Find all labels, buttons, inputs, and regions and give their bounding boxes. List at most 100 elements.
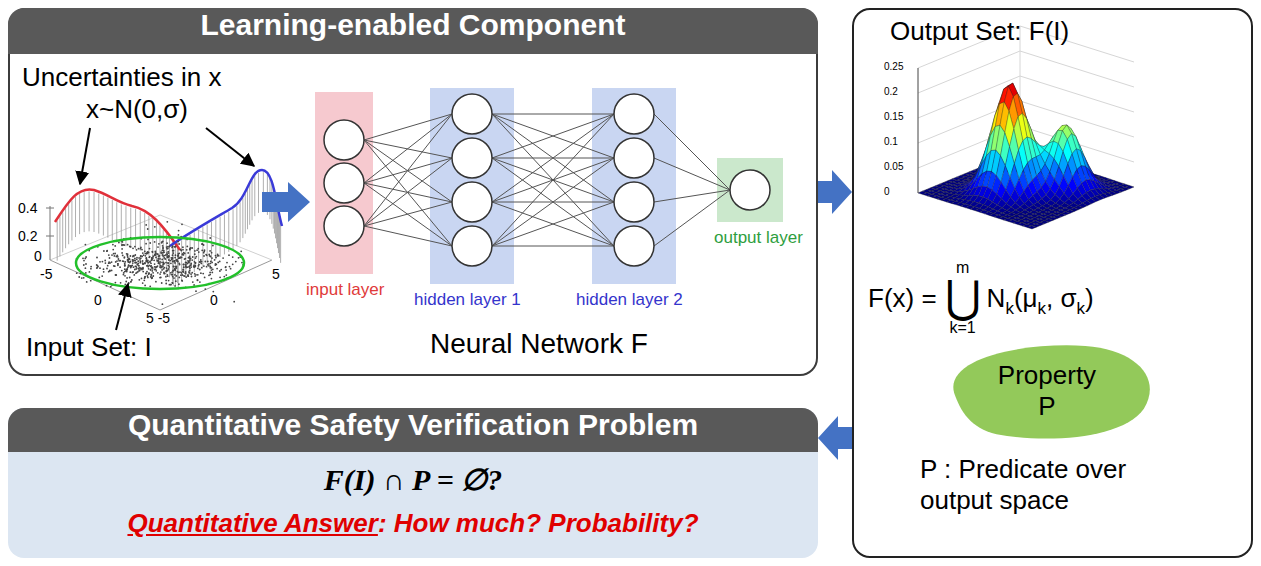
sample-point xyxy=(177,255,179,257)
sample-point xyxy=(115,274,117,276)
sample-point xyxy=(149,285,151,287)
sample-point xyxy=(127,259,129,261)
sample-point xyxy=(148,268,150,270)
sample-point xyxy=(136,249,138,251)
sample-point xyxy=(147,260,149,262)
sample-point xyxy=(132,259,134,261)
sample-point xyxy=(178,243,180,245)
sample-point xyxy=(132,247,134,249)
sample-point xyxy=(179,257,181,259)
sample-point xyxy=(179,257,181,259)
axis-tick: 0.1 xyxy=(884,136,898,147)
sample-point xyxy=(85,256,87,258)
sample-point xyxy=(124,256,126,258)
sample-point xyxy=(168,256,170,258)
sample-point xyxy=(166,221,168,223)
network-weight xyxy=(364,114,452,183)
formula-part: , σ xyxy=(1046,283,1077,314)
sample-point xyxy=(125,281,127,283)
sample-point xyxy=(211,278,213,280)
sample-point xyxy=(169,260,171,262)
sample-point xyxy=(194,250,196,252)
sample-point xyxy=(195,257,197,259)
sample-point xyxy=(149,261,151,263)
sample-point xyxy=(130,281,132,283)
sample-point xyxy=(149,242,151,244)
neuron xyxy=(452,94,492,134)
sample-point xyxy=(151,259,153,261)
sample-point xyxy=(240,250,242,252)
sample-point xyxy=(195,290,197,292)
predicate-note: P : Predicate over output space xyxy=(920,454,1180,516)
sample-point xyxy=(146,257,148,259)
sample-point xyxy=(215,255,217,257)
density-hatch xyxy=(202,227,203,267)
sample-point xyxy=(151,259,153,261)
formula-part: k xyxy=(1038,299,1047,319)
sample-point xyxy=(200,259,202,261)
sample-point xyxy=(195,274,197,276)
sample-point xyxy=(172,270,174,272)
sample-point xyxy=(127,261,129,263)
sample-point xyxy=(138,268,140,270)
sample-point xyxy=(204,277,206,279)
sample-point xyxy=(174,260,176,262)
sample-point xyxy=(130,255,132,257)
sample-point xyxy=(140,248,142,250)
density-hatch xyxy=(57,221,58,261)
sample-point xyxy=(166,242,168,244)
sample-point xyxy=(162,246,164,248)
neuron xyxy=(452,226,492,266)
sample-point xyxy=(133,266,135,268)
sample-point xyxy=(99,267,101,269)
grid-line xyxy=(918,51,1134,93)
sample-point xyxy=(167,256,169,258)
sample-point xyxy=(145,255,147,257)
output-formula: F(x) =m⋃k=1Nk(μk, σk) xyxy=(868,260,1094,336)
density-hatch xyxy=(116,202,117,242)
sample-point xyxy=(112,244,114,246)
sample-point xyxy=(152,257,154,259)
density-hatch xyxy=(175,245,176,285)
sample-point xyxy=(123,260,125,262)
sample-point xyxy=(140,268,142,270)
sample-point xyxy=(126,253,128,255)
sample-point xyxy=(150,265,152,267)
sample-point xyxy=(101,275,103,277)
sample-point xyxy=(96,264,98,266)
density-hatch xyxy=(75,197,76,237)
axis-tick: 0 xyxy=(210,292,218,308)
sample-point xyxy=(147,228,149,230)
sample-point xyxy=(158,243,160,245)
sample-point xyxy=(146,252,148,254)
sample-point xyxy=(163,251,165,253)
network-weight xyxy=(492,114,614,202)
sample-point xyxy=(172,252,174,254)
sample-point xyxy=(167,251,169,253)
sample-point xyxy=(85,244,87,246)
sample-point xyxy=(199,269,201,271)
sample-point xyxy=(190,273,192,275)
network-weight xyxy=(492,114,614,202)
sample-point xyxy=(219,261,221,263)
neuron xyxy=(614,94,654,134)
sample-point xyxy=(172,254,174,256)
sample-point xyxy=(192,281,194,283)
sample-point xyxy=(158,258,160,260)
density-hatch xyxy=(215,219,216,259)
sample-point xyxy=(139,268,141,270)
sample-point xyxy=(96,265,98,267)
sample-point xyxy=(203,252,205,254)
density-hatch xyxy=(144,213,145,253)
sample-point xyxy=(154,266,156,268)
sample-point xyxy=(161,241,163,243)
distribution-term: Nk(μk, σk) xyxy=(987,283,1094,314)
sample-point xyxy=(197,279,199,281)
sample-point xyxy=(184,253,186,255)
network-weight xyxy=(492,114,614,158)
sample-point xyxy=(202,273,204,275)
sample-point xyxy=(168,280,170,282)
sample-point xyxy=(196,249,198,251)
sample-point xyxy=(163,268,165,270)
sample-point xyxy=(217,262,219,264)
